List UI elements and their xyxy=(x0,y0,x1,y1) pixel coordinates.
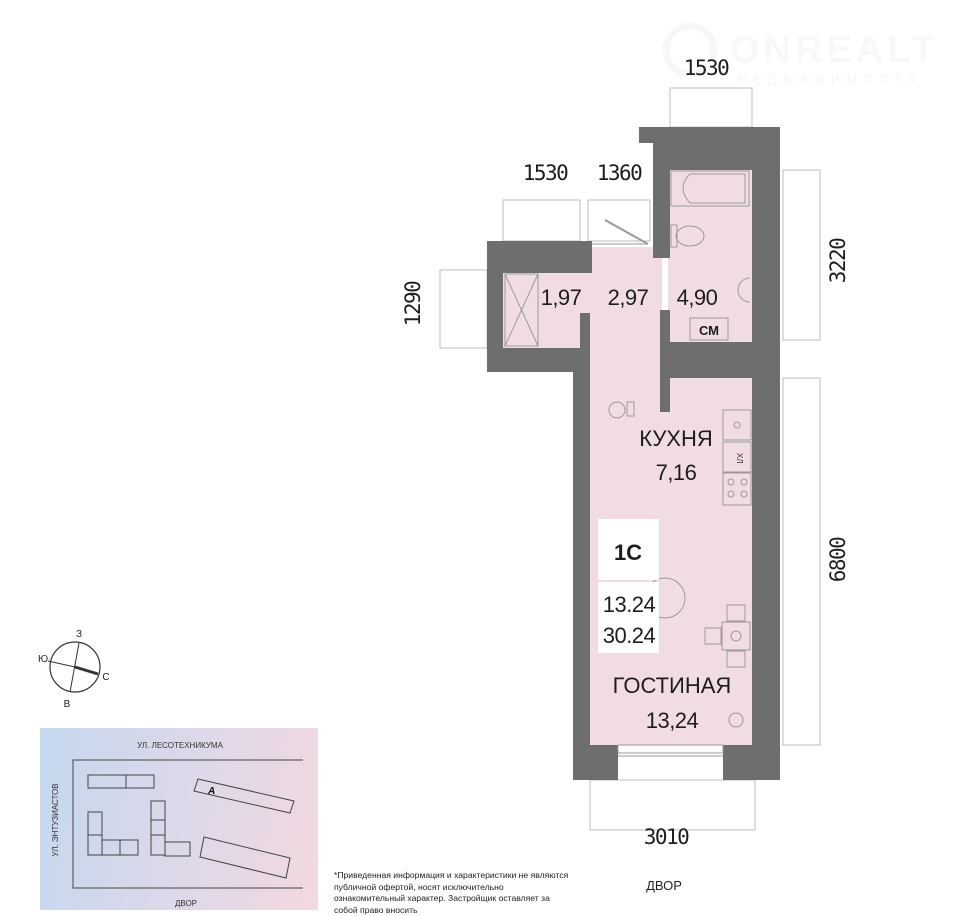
logo-tagline: НЕДВИЖИМОСТЬ xyxy=(738,72,923,87)
hall-floor xyxy=(590,247,662,387)
compass-east: В xyxy=(64,699,71,710)
yard-label: ДВОР xyxy=(646,878,682,893)
logo-brand: ONREALT xyxy=(730,29,939,71)
floor-fill xyxy=(503,170,752,745)
dim-right-lower: 6800 xyxy=(826,537,850,582)
apartment-badge xyxy=(598,519,659,653)
apartment-total-area: 30.24 xyxy=(603,623,656,648)
dim-balcony-left: 1530 xyxy=(523,161,568,185)
dim-balcony-right: 1360 xyxy=(597,161,642,185)
compass-north-needle xyxy=(74,665,99,676)
sink xyxy=(722,409,752,441)
site-plan xyxy=(40,728,318,910)
dim-top: 1530 xyxy=(684,56,729,80)
storage-area: 1,97 xyxy=(541,285,582,310)
site-building-label: А xyxy=(207,786,215,797)
site-street-left: УЛ. ЭНТУЗИАСТОВ xyxy=(51,783,60,856)
bathroom-area: 4,90 xyxy=(677,285,718,310)
dim-left: 1290 xyxy=(401,281,425,326)
kitchen-name: КУХНЯ xyxy=(639,426,713,451)
apartment-living-area: 13.24 xyxy=(603,592,656,617)
living-area: 13,24 xyxy=(646,708,699,733)
fridge-label: ХЛ xyxy=(735,453,744,464)
hall-area: 2,97 xyxy=(608,285,649,310)
plant-icon xyxy=(728,712,744,728)
fridge xyxy=(722,441,752,473)
bathroom-floor xyxy=(668,170,752,342)
dim-right-upper: 3220 xyxy=(826,238,850,283)
compass-west: З xyxy=(76,629,82,640)
kitchen-area: 7,16 xyxy=(656,460,697,485)
site-street-top: УЛ. ЛЕСОТЕХНИКУМА xyxy=(137,741,224,750)
armchair xyxy=(608,401,626,419)
bathtub xyxy=(670,170,750,207)
compass-north: С xyxy=(102,672,109,683)
washer xyxy=(689,317,729,341)
apartment-type: 1С xyxy=(614,540,642,565)
storage-floor xyxy=(503,273,590,348)
walls xyxy=(487,127,780,780)
stove xyxy=(722,472,752,506)
compass-south: Ю xyxy=(38,654,48,665)
washbasin xyxy=(737,277,751,303)
site-plan-buildings xyxy=(72,759,303,889)
logo-watermark: ONREALT НЕДВИЖИМОСТЬ xyxy=(662,22,939,87)
compass xyxy=(47,641,101,693)
window xyxy=(617,744,724,754)
balcony-door xyxy=(604,219,649,245)
fixtures xyxy=(504,170,752,757)
living-name: ГОСТИНАЯ xyxy=(613,673,732,698)
disclaimer: *Приведенная информация и характеристики… xyxy=(334,870,569,915)
toilet xyxy=(675,225,705,247)
washer-label: СМ xyxy=(699,323,719,338)
site-bottom-label: ДВОР xyxy=(175,899,197,908)
dim-bottom: 3010 xyxy=(644,825,689,849)
dining-table xyxy=(721,621,751,651)
